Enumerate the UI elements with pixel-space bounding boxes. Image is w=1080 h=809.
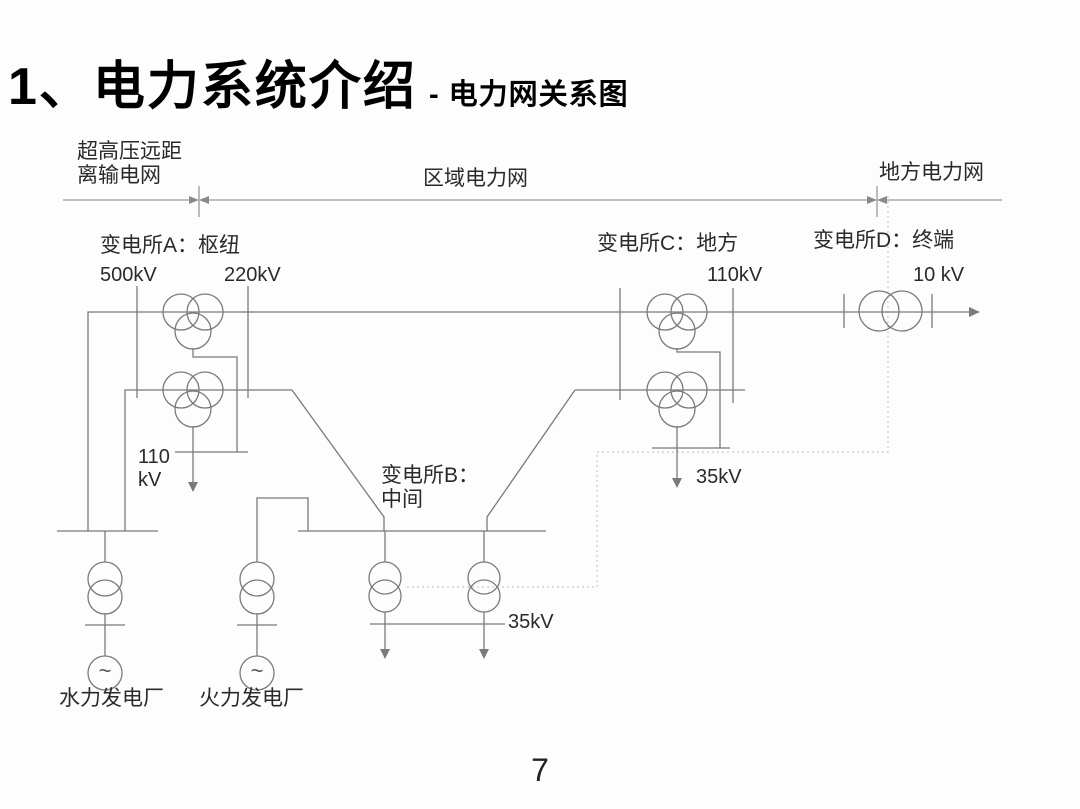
substation-a-110kv-label: 110 kV [138,446,170,492]
substation-d-10kv-label: 10 kV [913,264,965,286]
thermal-generator-symbol: ~ [250,658,264,683]
substation-b-label-line1: 变电所B： [381,464,480,487]
substation-c-wiring [575,288,745,479]
substation-a-110kv-line2: kV [138,469,162,491]
hydro-plant-wiring [57,530,158,656]
substation-d-transformer [858,290,923,332]
zone-ultra-hv-line2: 离输电网 [77,164,161,188]
substation-b-35kv-label: 35kV [508,611,554,633]
link-a-to-b [291,389,385,531]
thermal-plant-connection [256,497,309,562]
link-c-to-b [486,389,576,531]
substation-b-label: 变电所B： 中间 [381,464,479,512]
hydro-plant-transformer [87,561,123,615]
title-subtitle: - 电力网关系图 [428,79,629,111]
substation-c-transformer-2 [646,371,708,428]
substation-c-transformer-1 [646,293,708,350]
substation-a-110kv-line1: 110 [138,446,170,468]
thermal-plant-transformer [239,561,275,615]
main-transmission-line [87,311,969,531]
thermal-plant-wiring [237,613,277,656]
hydro-generator-symbol: ~ [98,658,112,683]
zone-local-label: 地方电力网 [879,161,984,184]
substation-b-wiring [298,530,546,650]
hydro-plant-label: 水力发电厂 [59,687,164,710]
substation-b-transformer-2 [467,561,501,613]
substation-a-220kv-label: 220kV [224,264,281,286]
substation-b-label-line2: 中间 [381,488,423,512]
page-number: 7 [531,752,549,788]
substation-c-label: 变电所C：地方 [597,232,739,255]
substation-d-wiring [843,294,933,328]
thermal-plant-label: 火力发电厂 [199,687,304,710]
substation-a-500kv-label: 500kV [100,264,157,286]
zone-boundary-arrowheads [189,196,887,204]
title-number: 1、 [8,58,93,116]
substation-b-transformer-1 [368,561,402,613]
title-main: 电力系统介绍 [92,58,417,116]
substation-c-feeder-arrow [672,478,682,488]
thermal-generator-circle [239,655,275,691]
substation-c-35kv-label: 35kV [696,466,742,488]
slide-title: 1、 电力系统介绍 - 电力网关系图 [8,44,629,119]
substation-c-110kv-label: 110kV [707,264,763,286]
zone-ultra-hv-line1: 超高压远距 [77,140,182,163]
substation-b-feeder-arrows [380,649,489,659]
zone-regional-label: 区域电力网 [423,167,528,190]
line-end-arrow [969,307,980,317]
substation-a-feeder-arrow [188,482,198,492]
substation-a-label: 变电所A：枢纽 [100,234,241,257]
zone-boundary-line [63,186,1002,217]
substation-a-transformer-2 [162,371,224,428]
faint-guide-line [407,196,889,588]
substation-a-wiring [124,286,292,531]
substation-d-label: 变电所D：终端 [813,229,955,252]
substation-a-transformer-1 [162,293,224,350]
zone-ultra-hv-label: 超高压远距 离输电网 [77,140,182,188]
hydro-generator-circle [87,655,123,691]
